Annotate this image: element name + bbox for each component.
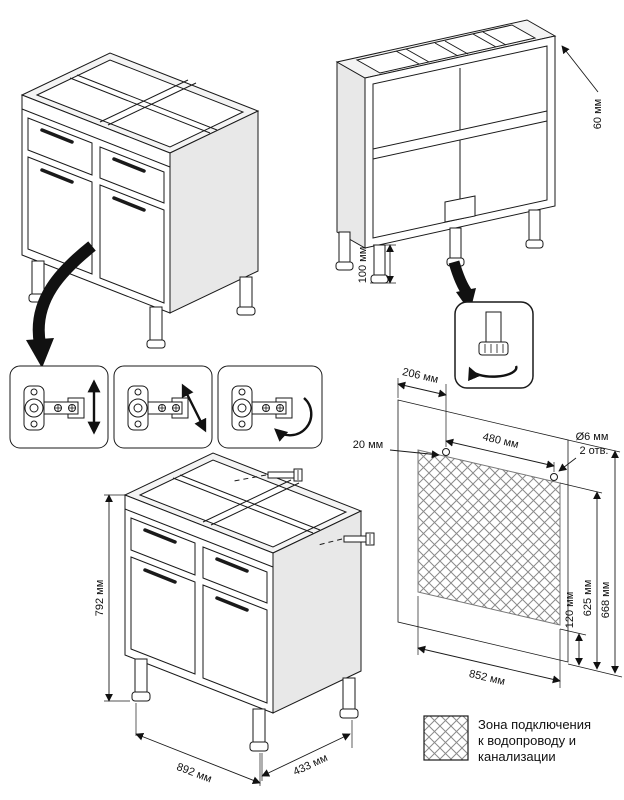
top-braces <box>395 31 507 65</box>
cabinet-top-inner-rails <box>69 74 218 134</box>
dim-20mm-label: 20 мм <box>353 439 383 451</box>
dim-480mm-label: 480 мм <box>482 431 520 451</box>
wall-connection-zone-diagram: 480 мм 206 мм 20 мм Ø6 мм 2 отв. 852 мм … <box>353 366 623 688</box>
door-handle <box>143 568 177 584</box>
cabinet-front-isometric-view <box>20 52 260 349</box>
dim-line-433 <box>261 733 351 777</box>
cabinet-top-band <box>21 108 171 168</box>
cabinet-side-panel <box>336 61 366 249</box>
mounting-hole <box>442 448 450 456</box>
dim-120mm-label: 120 мм <box>564 592 576 629</box>
door-left <box>27 156 93 275</box>
dim-line-892 <box>135 732 261 785</box>
door-handle <box>112 196 146 212</box>
cabinet-rear-isometric-view: 60 мм 100 мм <box>335 19 604 284</box>
legend-hatch-swatch <box>423 715 469 761</box>
hinge-adjustment-panel-1 <box>9 365 109 449</box>
door-handle <box>40 168 74 184</box>
hinge-adjustment-panel-2 <box>113 365 213 449</box>
dim-line-206 <box>397 381 447 398</box>
dim-433mm-label: 433 мм <box>291 752 329 778</box>
dim-leader-holes <box>558 457 577 472</box>
screw-icon <box>343 535 367 543</box>
legend-text-line3: канализации <box>478 749 556 764</box>
adjustable-foot-detail-inset <box>454 301 534 389</box>
legend: Зона подключения к водопроводу и канализ… <box>423 715 591 764</box>
drawer-handle <box>215 557 249 573</box>
depth-adjust-arrow-icon <box>181 383 207 433</box>
dim-852mm-label: 852 мм <box>468 668 506 688</box>
dim-60mm-label: 60 мм <box>592 99 604 129</box>
wall-sheet-outline <box>397 399 569 663</box>
door-right <box>99 184 165 304</box>
drawer-handle <box>143 528 177 544</box>
door-handle <box>215 596 249 612</box>
drawer-handle <box>112 157 146 173</box>
drawer-handle <box>40 128 74 144</box>
dim-892mm-label: 892 мм <box>175 761 213 785</box>
dim-792mm-label: 792 мм <box>94 580 106 617</box>
fastener-screws <box>233 468 375 546</box>
legend-text-line1: Зона подключения <box>478 717 591 732</box>
cabinet-top-inner-rails <box>172 474 321 534</box>
cabinet-legs <box>28 260 256 349</box>
dim-668mm-label: 668 мм <box>600 582 612 619</box>
hole-diameter-label: Ø6 мм <box>576 431 609 443</box>
cabinet-top-band <box>124 508 274 568</box>
legend-text-line2: к водопроводу и <box>478 733 576 748</box>
pipe-cutout <box>444 195 476 223</box>
back-inner-frame <box>372 45 548 239</box>
hinge-adjustment-panel-3 <box>217 365 323 449</box>
leg-shaft <box>485 311 502 343</box>
adjustable-foot <box>478 341 509 356</box>
rotate-screw-arrow-icon <box>274 397 313 442</box>
cabinet-dimensioned-view: 792 мм 892 мм 433 мм <box>94 452 375 786</box>
hole-count-label: 2 отв. <box>580 445 609 457</box>
dim-leader-20 <box>389 449 440 459</box>
mounting-hole <box>550 473 558 481</box>
dim-100mm-label: 100 мм <box>357 247 369 284</box>
dim-line-480 <box>445 438 555 469</box>
dim-625mm-label: 625 мм <box>582 580 594 617</box>
cabinet-legs <box>335 209 544 284</box>
door-right <box>202 584 268 704</box>
dim-line-852 <box>417 645 561 684</box>
dim-leader-60 <box>561 45 599 93</box>
rotate-foot-arrow-icon <box>468 365 518 382</box>
callout-arrow-to-hinges <box>26 241 96 368</box>
screw-icon <box>267 471 295 479</box>
connection-zone-hatch <box>417 449 561 626</box>
door-left <box>130 556 196 675</box>
dim-206mm-label: 206 мм <box>401 366 439 386</box>
